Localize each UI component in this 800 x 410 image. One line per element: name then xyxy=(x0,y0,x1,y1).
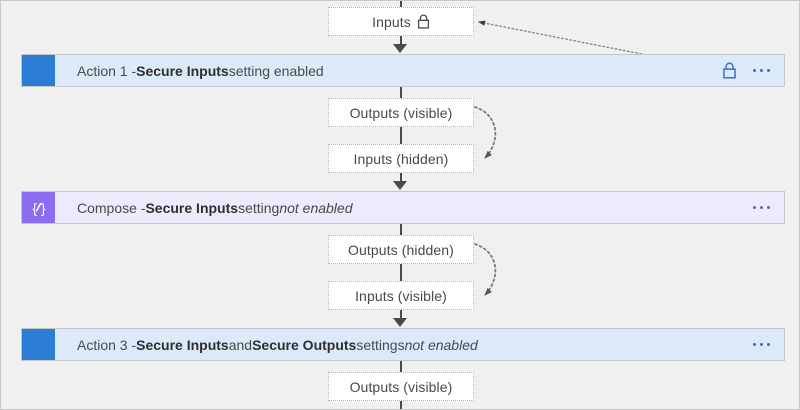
action-1-label: Action 1 - Secure Inputs setting enabled xyxy=(55,55,722,86)
inputs-hidden-label: Inputs (hidden) xyxy=(353,150,449,167)
token-box-outputs-visible-2[interactable]: Outputs (visible) xyxy=(328,372,474,401)
inputs-top-label: Inputs xyxy=(372,13,411,30)
outputs-visible-2-label: Outputs (visible) xyxy=(349,378,453,395)
more-options-ellipsis[interactable] xyxy=(753,206,770,209)
action-row-compose[interactable]: { } Compose - Secure Inputs setting not … xyxy=(21,191,785,224)
lock-icon[interactable] xyxy=(722,62,737,79)
action-1-bold-1: Secure Inputs xyxy=(136,62,229,79)
compose-italic: not enabled xyxy=(279,199,353,216)
token-box-outputs-hidden[interactable]: Outputs (hidden) xyxy=(328,235,474,264)
loop-arrow-outputs-hidden-to-inputs-visible xyxy=(474,243,497,296)
action-3-tail: settings xyxy=(356,336,405,353)
more-options-ellipsis[interactable] xyxy=(753,69,770,72)
action-3-label: Action 3 - Secure Inputs and Secure Outp… xyxy=(55,329,753,360)
connector-line-inputs-hidden-to-compose xyxy=(400,172,402,182)
action-3-bold-1: Secure Inputs xyxy=(136,336,229,353)
arrow-down-to-action1 xyxy=(393,44,407,53)
action-1-row-controls xyxy=(722,55,784,86)
token-box-inputs-top[interactable]: Inputs xyxy=(328,7,474,36)
connector-line-action1-to-outputs xyxy=(400,87,402,99)
action-row-action-3[interactable]: Action 3 - Secure Inputs and Secure Outp… xyxy=(21,328,785,361)
inputs-visible-label: Inputs (visible) xyxy=(355,287,447,304)
action-row-action-1[interactable]: Action 1 - Secure Inputs setting enabled xyxy=(21,54,785,87)
action-1-mid: setting enabled xyxy=(228,62,324,79)
token-box-inputs-hidden[interactable]: Inputs (hidden) xyxy=(328,144,474,173)
svg-text:{ }: { } xyxy=(32,200,46,216)
arrow-down-to-action3 xyxy=(393,318,407,327)
loop-arrow-outputs-to-inputs-hidden xyxy=(474,106,497,159)
compose-mid: setting xyxy=(238,199,280,216)
blue-square-action-icon xyxy=(22,329,55,360)
connector-line-outputs1-to-inputs-hidden xyxy=(400,127,402,145)
token-box-outputs-visible-1[interactable]: Outputs (visible) xyxy=(328,98,474,127)
action-1-prefix: Action 1 - xyxy=(77,62,137,79)
connector-line-inputs-to-action1 xyxy=(400,35,402,45)
connector-line-action3-to-outputs xyxy=(400,361,402,373)
action-3-row-controls xyxy=(753,329,784,360)
outputs-visible-1-label: Outputs (visible) xyxy=(349,104,453,121)
action-3-mid: and xyxy=(228,336,253,353)
connector-line-bottom xyxy=(400,401,402,409)
arrow-down-to-compose xyxy=(393,181,407,190)
connector-line-compose-to-outputs-hidden xyxy=(400,224,402,236)
more-options-ellipsis[interactable] xyxy=(753,343,770,346)
compose-label: Compose - Secure Inputs setting not enab… xyxy=(55,192,753,223)
outputs-hidden-label: Outputs (hidden) xyxy=(348,241,454,258)
connector-line-outputs-hidden-to-inputs-visible xyxy=(400,264,402,282)
action-3-prefix: Action 3 - xyxy=(77,336,137,353)
compose-bold-1: Secure Inputs xyxy=(145,199,239,216)
compose-row-controls xyxy=(753,192,784,223)
token-box-inputs-visible[interactable]: Inputs (visible) xyxy=(328,281,474,310)
compose-prefix: Compose - xyxy=(77,199,146,216)
connector-line-top xyxy=(400,1,402,9)
lock-icon xyxy=(417,14,429,29)
blue-square-action-icon xyxy=(22,55,55,86)
action-3-bold-2: Secure Outputs xyxy=(252,336,357,353)
connector-line-inputs-visible-to-action3 xyxy=(400,309,402,319)
action-3-italic: not enabled xyxy=(404,336,478,353)
compose-braces-icon: { } xyxy=(22,192,55,223)
